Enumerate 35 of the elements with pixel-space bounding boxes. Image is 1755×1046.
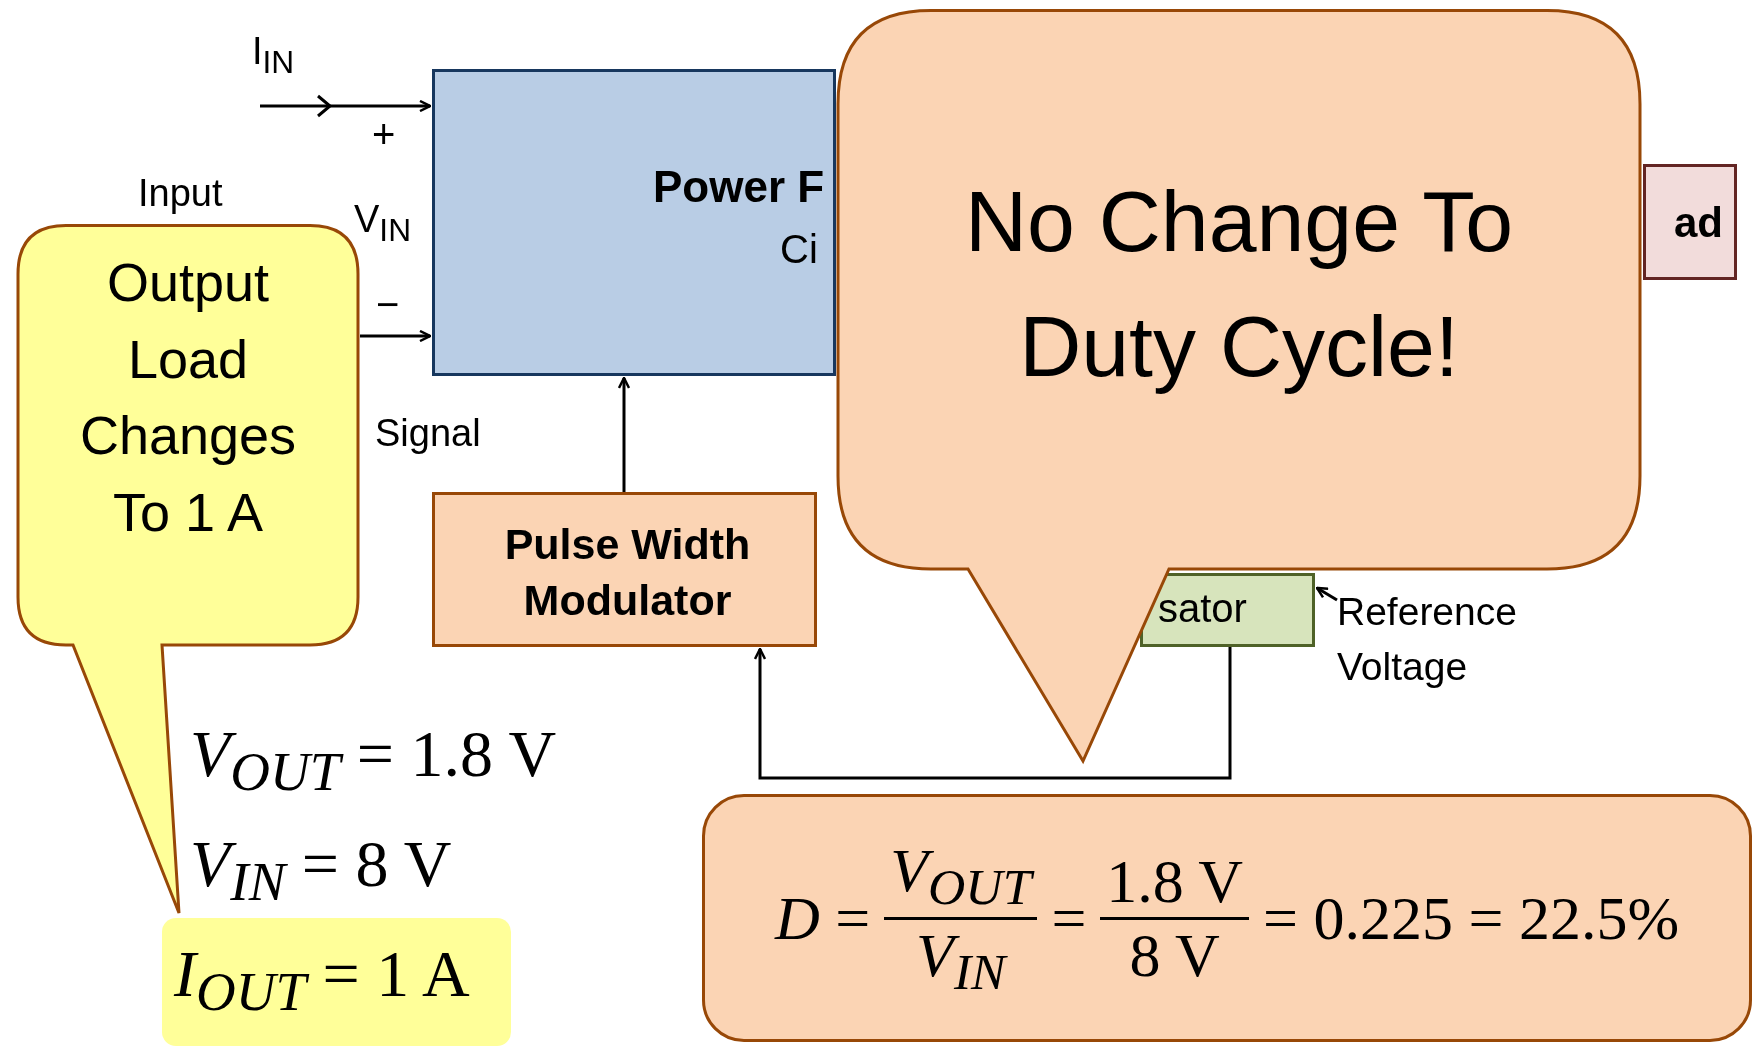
load-block bbox=[1643, 164, 1737, 280]
polarity-sign: − bbox=[376, 282, 400, 327]
arrow bbox=[753, 647, 1232, 780]
arrow bbox=[1315, 586, 1338, 602]
block-title: ad bbox=[1674, 199, 1723, 247]
modulator-block bbox=[432, 492, 817, 647]
polarity-sign: + bbox=[372, 112, 396, 157]
equation: V$_{OUT}$ = 1.8 V bbox=[190, 716, 557, 804]
block-title: Power F bbox=[653, 162, 825, 212]
reference-label-text: Reference Voltage bbox=[1337, 589, 1518, 690]
input-label: Input bbox=[138, 172, 223, 215]
fraction-denominator: V$_{IN}$ bbox=[915, 919, 1009, 1001]
callout-text: No Change To Duty Cycle! bbox=[963, 172, 1515, 396]
equation-term: = bbox=[1051, 882, 1087, 954]
voltage-label: V$_{IN}$ bbox=[354, 198, 411, 249]
block-title: sator bbox=[1158, 586, 1247, 631]
compensator-block bbox=[1140, 573, 1315, 647]
arrow bbox=[360, 329, 432, 343]
block-subtitle: Ci bbox=[780, 227, 818, 272]
equation: I$_{OUT}$ = 1 A bbox=[174, 936, 470, 1024]
formula-box bbox=[702, 794, 1752, 1042]
callout-text: Output Load Changes To 1 A bbox=[78, 251, 298, 544]
circuit-block bbox=[432, 69, 836, 376]
equation-term: D = bbox=[774, 882, 871, 954]
signal-label: Signal bbox=[375, 412, 481, 455]
current-label: I$_{IN}$ bbox=[252, 30, 295, 81]
fraction-numerator: 1.8 V bbox=[1105, 845, 1244, 917]
block-title: Pulse Width Modulator bbox=[503, 519, 752, 626]
arrow bbox=[617, 376, 631, 492]
fraction-denominator: 8 V bbox=[1128, 919, 1221, 991]
arrow bbox=[260, 94, 431, 118]
highlight-box bbox=[162, 918, 511, 1046]
equation: V$_{IN}$ = 8 V bbox=[190, 826, 452, 914]
equation-term: = 0.225 = 22.5% bbox=[1263, 882, 1680, 954]
fraction-numerator: V$_{OUT}$ bbox=[884, 835, 1038, 917]
